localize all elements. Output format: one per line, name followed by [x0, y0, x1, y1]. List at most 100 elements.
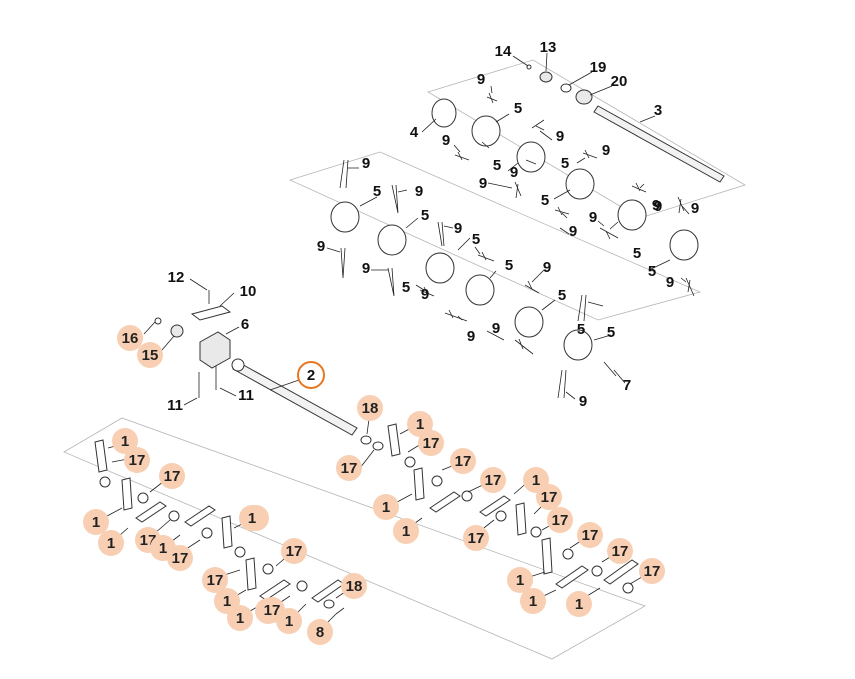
flail-1 — [413, 467, 425, 501]
highlighted-label-17: 17 — [129, 452, 146, 469]
highlighted-callout-17[interactable]: 17 — [259, 597, 285, 623]
callout-label-9[interactable]: 9 — [415, 183, 423, 200]
bushing-17 — [99, 476, 111, 488]
highlighted-callout-1[interactable]: 1 — [393, 518, 419, 544]
callout-label-9[interactable]: 9 — [454, 220, 462, 237]
highlighted-callout-1[interactable]: 1 — [520, 588, 546, 614]
callout-label-12[interactable]: 12 — [168, 269, 185, 286]
selected-callout-2[interactable]: 2 — [297, 361, 325, 389]
callout-label-9[interactable]: 9 — [510, 164, 518, 181]
highlighted-label-1: 1 — [382, 499, 390, 516]
highlighted-callout-1[interactable]: 1 — [407, 411, 433, 437]
callout-label-9[interactable]: 9 — [652, 197, 660, 214]
callout-label-11[interactable]: 11 — [238, 387, 254, 404]
highlighted-callout-1[interactable]: 1 — [373, 494, 399, 520]
highlighted-callout-17[interactable]: 17 — [202, 567, 228, 593]
callout-label-9[interactable]: 9 — [556, 128, 564, 145]
ring-18-shaft — [360, 435, 372, 445]
callout-label-3[interactable]: 3 — [654, 102, 662, 119]
highlighted-callout-8[interactable]: 8 — [307, 619, 333, 645]
callout-label-9[interactable]: 9 — [362, 155, 370, 172]
callout-label-5[interactable]: 5 — [648, 263, 656, 280]
callout-label-7[interactable]: 7 — [623, 377, 631, 394]
highlighted-callout-17[interactable]: 17 — [536, 484, 562, 510]
callout-label-5[interactable]: 5 — [421, 207, 429, 224]
blade-9 — [514, 338, 534, 355]
washer-19 — [560, 83, 572, 93]
highlighted-label-1: 1 — [236, 610, 244, 627]
callout-label-9[interactable]: 9 — [442, 132, 450, 149]
highlighted-callout-17[interactable]: 17 — [639, 558, 665, 584]
highlight-disc — [124, 447, 150, 473]
leader-line — [326, 52, 690, 400]
highlighted-callout-17[interactable]: 17 — [167, 545, 193, 571]
highlight-disc — [536, 484, 562, 510]
highlighted-callout-1[interactable]: 1 — [98, 530, 124, 556]
callout-label-6[interactable]: 6 — [241, 316, 249, 333]
highlighted-callout-1[interactable]: 1 — [507, 567, 533, 593]
callout-label-9[interactable]: 9 — [691, 200, 699, 217]
highlighted-callout-18[interactable]: 18 — [357, 395, 383, 421]
callout-label-4[interactable]: 4 — [410, 124, 419, 141]
highlighted-callout-17[interactable]: 17 — [281, 538, 307, 564]
callout-label-14[interactable]: 14 — [495, 43, 512, 60]
highlighted-callout-17[interactable]: 17 — [577, 522, 603, 548]
callout-label-5[interactable]: 5 — [402, 279, 410, 296]
highlighted-callout-17[interactable]: 17 — [418, 430, 444, 456]
callout-label-5[interactable]: 5 — [472, 231, 480, 248]
callout-label-5[interactable]: 5 — [514, 100, 522, 117]
highlight-disc — [566, 591, 592, 617]
highlight-disc — [520, 588, 546, 614]
callout-label-9[interactable]: 9 — [467, 328, 475, 345]
highlighted-callout-1[interactable]: 1 — [239, 505, 265, 531]
highlighted-callout-17[interactable]: 17 — [159, 463, 185, 489]
highlighted-callout-16[interactable]: 16 — [117, 325, 143, 351]
highlighted-callout-17[interactable]: 17 — [607, 538, 633, 564]
callout-label-5[interactable]: 5 — [373, 183, 381, 200]
callout-label-5[interactable]: 5 — [633, 245, 641, 262]
callout-label-11[interactable]: 11 — [167, 397, 183, 414]
blade-9 — [339, 159, 349, 189]
callout-label-5[interactable]: 5 — [505, 257, 513, 274]
highlighted-callout-1[interactable]: 1 — [83, 509, 109, 535]
callout-label-10[interactable]: 10 — [240, 283, 257, 300]
highlighted-callout-17[interactable]: 17 — [124, 447, 150, 473]
callout-label-9[interactable]: 9 — [492, 320, 500, 337]
highlighted-callout-1[interactable]: 1 — [227, 605, 253, 631]
callout-label-9[interactable]: 9 — [421, 286, 429, 303]
highlighted-callout-18[interactable]: 18 — [341, 573, 367, 599]
callout-label-5[interactable]: 5 — [558, 287, 566, 304]
callout-label-9[interactable]: 9 — [589, 209, 597, 226]
highlighted-callout-17[interactable]: 17 — [547, 507, 573, 533]
callout-label-5[interactable]: 5 — [561, 155, 569, 172]
highlighted-callout-17[interactable]: 17 — [336, 455, 362, 481]
bushing-17 — [137, 492, 149, 504]
highlighted-callout-15[interactable]: 15 — [137, 342, 163, 368]
callout-label-9[interactable]: 9 — [569, 223, 577, 240]
callout-label-9[interactable]: 9 — [666, 274, 674, 291]
highlighted-callout-1[interactable]: 1 — [112, 428, 138, 454]
callout-label-9[interactable]: 9 — [317, 238, 325, 255]
callout-label-13[interactable]: 13 — [540, 39, 557, 56]
callout-label-9[interactable]: 9 — [479, 175, 487, 192]
callout-label-5[interactable]: 5 — [541, 192, 549, 209]
highlighted-callout-17[interactable]: 17 — [463, 525, 489, 551]
callout-label-5[interactable]: 5 — [493, 157, 501, 174]
highlighted-label-1: 1 — [532, 472, 540, 489]
callout-label-20[interactable]: 20 — [611, 73, 628, 90]
callout-label-9[interactable]: 9 — [602, 142, 610, 159]
callout-label-5[interactable]: 5 — [607, 324, 615, 341]
callout-label-9[interactable]: 9 — [579, 393, 587, 410]
callout-label-5[interactable]: 5 — [577, 321, 585, 338]
callout-label-9[interactable]: 9 — [654, 198, 662, 215]
highlighted-callout-17[interactable]: 17 — [480, 467, 506, 493]
callout-label-19[interactable]: 19 — [590, 59, 607, 76]
highlighted-label-15: 15 — [142, 347, 159, 364]
callout-label-9[interactable]: 9 — [543, 259, 551, 276]
highlighted-callouts: 1615181711711711717111717117117171171117… — [83, 325, 665, 645]
highlighted-callout-1[interactable]: 1 — [566, 591, 592, 617]
callout-label-9[interactable]: 9 — [362, 260, 370, 277]
callout-label-9[interactable]: 9 — [477, 71, 485, 88]
highlighted-callout-17[interactable]: 17 — [450, 448, 476, 474]
